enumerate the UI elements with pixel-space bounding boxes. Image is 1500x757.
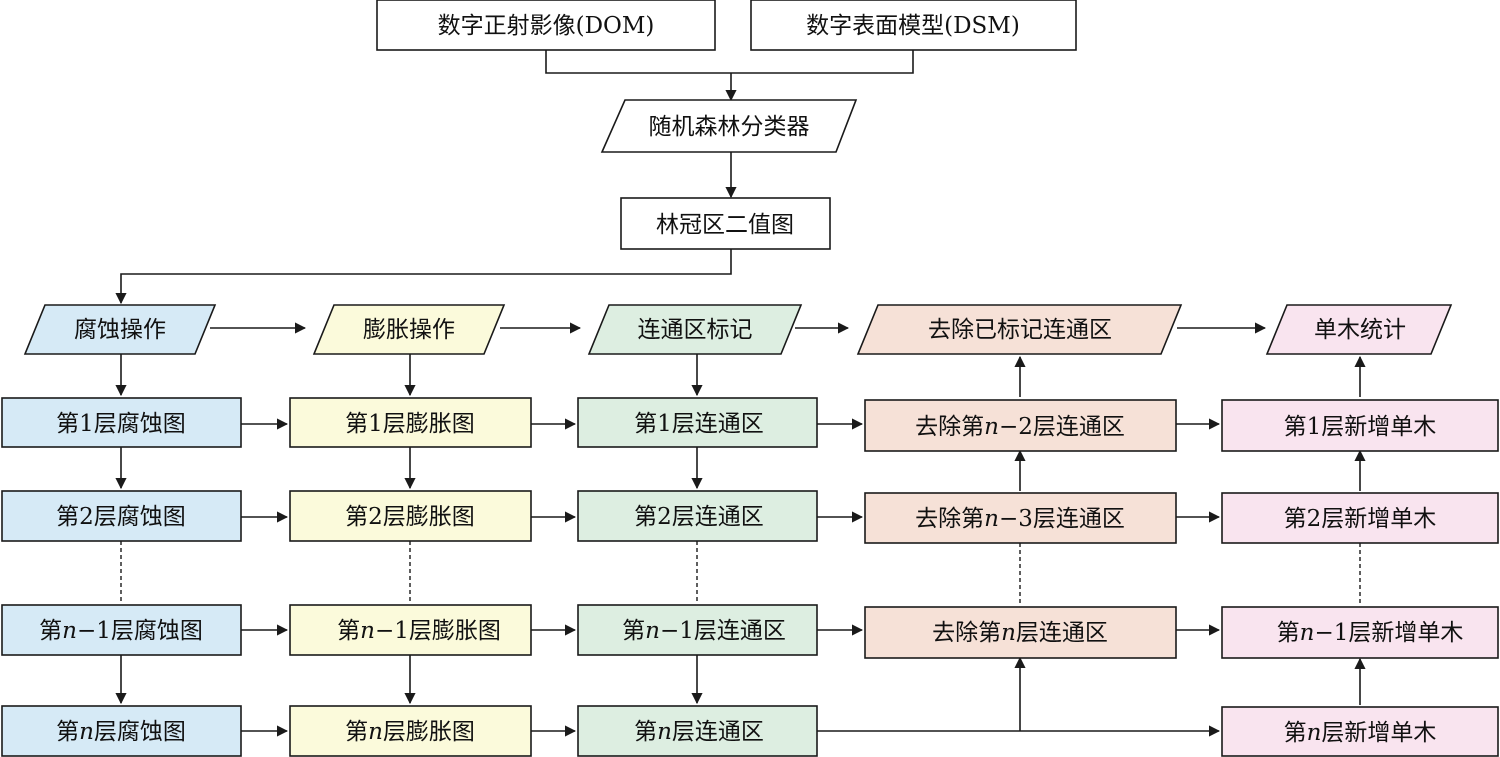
node-remove-layer-n: 去除第n层连通区	[864, 606, 1177, 659]
svg-text:去除第n层连通区: 去除第n层连通区	[932, 620, 1108, 646]
node-dilation-layer-n-minus-1: 第n−1层膨胀图	[289, 604, 532, 656]
svg-text:第2层膨胀图: 第2层膨胀图	[345, 504, 475, 530]
svg-text:第n层连通区: 第n层连通区	[634, 719, 764, 745]
node-erosion-layer-n: 第n层腐蚀图	[1, 705, 242, 757]
svg-text:去除第n−3层连通区: 去除第n−3层连通区	[915, 506, 1125, 532]
node-erode-op: 腐蚀操作	[23, 304, 217, 355]
svg-text:第n−1层膨胀图: 第n−1层膨胀图	[337, 618, 501, 644]
node-dom: 数字正射影像(DOM)	[376, 0, 716, 51]
node-component-layer-n: 第n层连通区	[577, 705, 818, 757]
svg-text:第1层新增单木: 第1层新增单木	[1284, 414, 1437, 440]
svg-text:数字表面模型(DSM): 数字表面模型(DSM)	[806, 13, 1020, 39]
node-dilation-layer-2: 第2层膨胀图	[289, 490, 532, 542]
edge-dsm-merge	[731, 50, 914, 74]
svg-text:第n−1层新增单木: 第n−1层新增单木	[1277, 620, 1464, 646]
svg-text:膨胀操作: 膨胀操作	[363, 317, 455, 343]
svg-text:林冠区二值图: 林冠区二值图	[656, 212, 794, 238]
svg-text:第1层膨胀图: 第1层膨胀图	[345, 411, 475, 437]
node-remove-op: 去除已标记连通区	[856, 304, 1183, 355]
node-erosion-layer-2: 第2层腐蚀图	[1, 490, 242, 542]
svg-text:第1层连通区: 第1层连通区	[634, 411, 764, 437]
node-dilation-layer-1: 第1层膨胀图	[289, 397, 532, 448]
svg-text:第1层腐蚀图: 第1层腐蚀图	[56, 411, 186, 437]
svg-text:去除第n−2层连通区: 去除第n−2层连通区	[915, 414, 1125, 440]
node-tree-layer-1: 第1层新增单木	[1221, 399, 1499, 452]
svg-text:第n−1层连通区: 第n−1层连通区	[622, 618, 786, 644]
svg-text:连通区标记: 连通区标记	[638, 317, 753, 343]
svg-text:腐蚀操作: 腐蚀操作	[74, 317, 166, 343]
node-erosion-layer-1: 第1层腐蚀图	[1, 397, 242, 448]
node-remove-layer-n-minus-2: 去除第n−2层连通区	[864, 399, 1177, 452]
svg-text:第2层新增单木: 第2层新增单木	[1284, 506, 1437, 532]
node-dilate-op: 膨胀操作	[312, 304, 506, 355]
svg-text:单木统计: 单木统计	[1314, 317, 1406, 343]
svg-text:第n层膨胀图: 第n层膨胀图	[345, 719, 475, 745]
node-tree-layer-2: 第2层新增单木	[1221, 492, 1499, 544]
node-remove-layer-n-minus-3: 去除第n−3层连通区	[864, 492, 1177, 544]
svg-text:第n层新增单木: 第n层新增单木	[1284, 720, 1437, 746]
node-erosion-layer-n-minus-1: 第n−1层腐蚀图	[1, 604, 242, 656]
node-component-layer-2: 第2层连通区	[577, 490, 818, 542]
svg-text:第n层腐蚀图: 第n层腐蚀图	[56, 719, 186, 745]
svg-text:第2层连通区: 第2层连通区	[634, 504, 764, 530]
node-random-forest: 随机森林分类器	[600, 99, 858, 153]
svg-text:去除已标记连通区: 去除已标记连通区	[928, 317, 1112, 343]
node-tree-layer-n: 第n层新增单木	[1221, 706, 1499, 757]
svg-text:随机森林分类器: 随机森林分类器	[649, 114, 810, 140]
connectors	[115, 50, 1366, 737]
node-label-op: 连通区标记	[587, 304, 803, 355]
svg-text:数字正射影像(DOM): 数字正射影像(DOM)	[438, 13, 655, 39]
edge-binary-erode	[115, 249, 732, 305]
node-tree-layer-n-minus-1: 第n−1层新增单木	[1221, 606, 1499, 659]
svg-text:第2层腐蚀图: 第2层腐蚀图	[56, 504, 186, 530]
node-component-layer-n-minus-1: 第n−1层连通区	[577, 604, 818, 656]
svg-text:第n−1层腐蚀图: 第n−1层腐蚀图	[39, 618, 203, 644]
edge-dom-merge	[545, 50, 731, 74]
node-canopy-binary: 林冠区二值图	[620, 197, 831, 250]
node-component-layer-1: 第1层连通区	[577, 397, 818, 448]
node-dsm: 数字表面模型(DSM)	[750, 0, 1077, 51]
node-count-op: 单木统计	[1265, 304, 1453, 355]
node-dilation-layer-n: 第n层膨胀图	[289, 705, 532, 757]
